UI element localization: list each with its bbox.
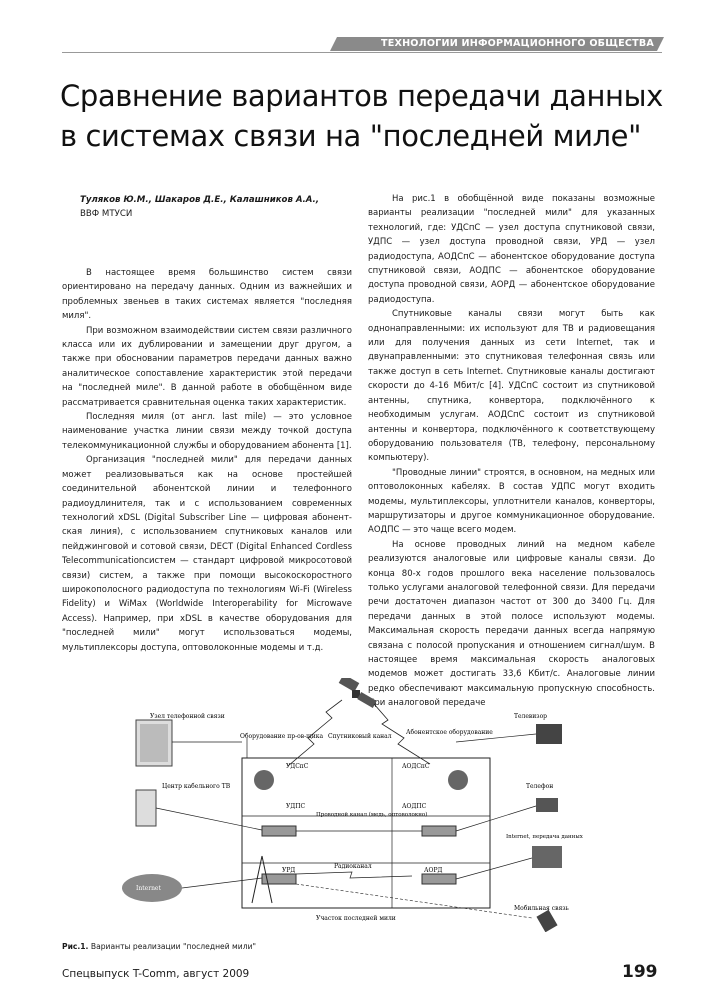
sat-link-left	[287, 699, 343, 767]
label-internet-left: Internet	[136, 885, 161, 892]
tv-icon	[536, 724, 562, 744]
link-line	[455, 733, 537, 743]
label-aodps: АОДПС	[402, 803, 427, 810]
label-aodsps: АОДСпС	[402, 763, 430, 770]
dish-icon	[448, 770, 468, 790]
label-tv: Телевизор	[514, 713, 547, 720]
section-header-band: ТЕХНОЛОГИИ ИНФОРМАЦИОННОГО ОБЩЕСТВА	[330, 37, 664, 51]
link-line	[455, 805, 537, 832]
label-radio-channel: Радиоканал	[334, 863, 372, 870]
link-line	[455, 857, 533, 880]
modem-icon	[421, 825, 457, 837]
paragraph: "Проводные линии" строятся, в основном, …	[368, 467, 655, 536]
label-aord: АОРД	[424, 867, 443, 874]
paragraph: Организация "последней мили" для передач…	[62, 455, 352, 653]
page-title: Сравнение вариантов передачи данных в си…	[60, 76, 663, 156]
link-line	[155, 807, 263, 831]
paragraph: При возможном взаимодействии систем связ…	[62, 325, 352, 408]
label-last-mile: Участок последней мили	[316, 915, 396, 922]
page-number: 199	[622, 962, 658, 982]
server-icon	[135, 789, 157, 827]
caption-label: Рис.1.	[62, 942, 89, 951]
label-mobile: Мобильная связь	[514, 905, 570, 912]
mobile-phone-icon	[536, 909, 558, 932]
figure-caption: Рис.1. Варианты реализации "последней ми…	[62, 942, 256, 951]
label-wire-channel: Проводной канал (медь, оптоволокно)	[316, 811, 427, 818]
footer-journal: Спецвыпуск T-Comm, август 2009	[62, 968, 250, 980]
satellite-icon	[338, 678, 377, 708]
affiliation: ВВФ МТУСИ	[80, 209, 133, 219]
last-mile-box	[241, 757, 491, 909]
label-urd: УРД	[282, 867, 295, 874]
paragraph: Последняя миля (от англ. last mile) — эт…	[62, 412, 352, 451]
link-line	[295, 883, 533, 919]
label-phone: Телефон	[526, 783, 553, 790]
authors: Туляков Ю.М., Шакаров Д.Е., Калашников А…	[80, 195, 319, 205]
paragraph: На основе проводных линий на медном кабе…	[368, 539, 655, 709]
dish-icon	[254, 770, 274, 790]
label-user-equip-right: Абонентское оборудование	[406, 729, 493, 736]
label-tv-center: Центр кабельного ТВ	[162, 783, 231, 790]
section-header-text: ТЕХНОЛОГИИ ИНФОРМАЦИОННОГО ОБЩЕСТВА	[380, 38, 654, 49]
computer-icon	[532, 846, 562, 868]
label-internet-right: Internet, передача данных	[506, 834, 584, 840]
cloud-icon	[122, 874, 182, 902]
label-sat-channel: Спутниковый канал	[328, 733, 392, 740]
right-column: На рис.1 в обобщённой виде показаны возм…	[368, 192, 655, 711]
label-user-equip-left: Оборудование пр-ов-щика	[240, 733, 323, 740]
title-line-1: Сравнение вариантов передачи данных	[60, 79, 663, 113]
label-tel-node: Узел телефонной связи	[150, 713, 225, 720]
paragraph: На рис.1 в обобщённой виде показаны возм…	[368, 194, 655, 305]
header-rule	[62, 52, 662, 53]
radio-tower-icon	[251, 855, 273, 904]
modem-icon	[421, 873, 457, 885]
caption-text: Варианты реализации "последней мили"	[88, 942, 257, 951]
left-column: В настоящее время большинство систем свя…	[62, 266, 352, 655]
paragraph: Спутниковые каналы связи могут быть как …	[368, 309, 655, 464]
phone-icon	[536, 798, 558, 812]
title-line-2: в системах связи на "последней миле"	[60, 119, 642, 153]
label-udsps: УДСпС	[286, 763, 309, 770]
radio-link	[295, 871, 413, 879]
modem-icon	[261, 873, 297, 885]
server-icon	[135, 719, 173, 767]
label-udps: УДПС	[286, 803, 305, 810]
paragraph: В настоящее время большинство систем свя…	[62, 268, 352, 322]
last-mile-diagram: Узел телефонной связи Оборудование пр-ов…	[122, 678, 584, 932]
sat-link-right	[373, 703, 431, 765]
modem-icon	[261, 825, 297, 837]
link-line	[181, 877, 263, 889]
